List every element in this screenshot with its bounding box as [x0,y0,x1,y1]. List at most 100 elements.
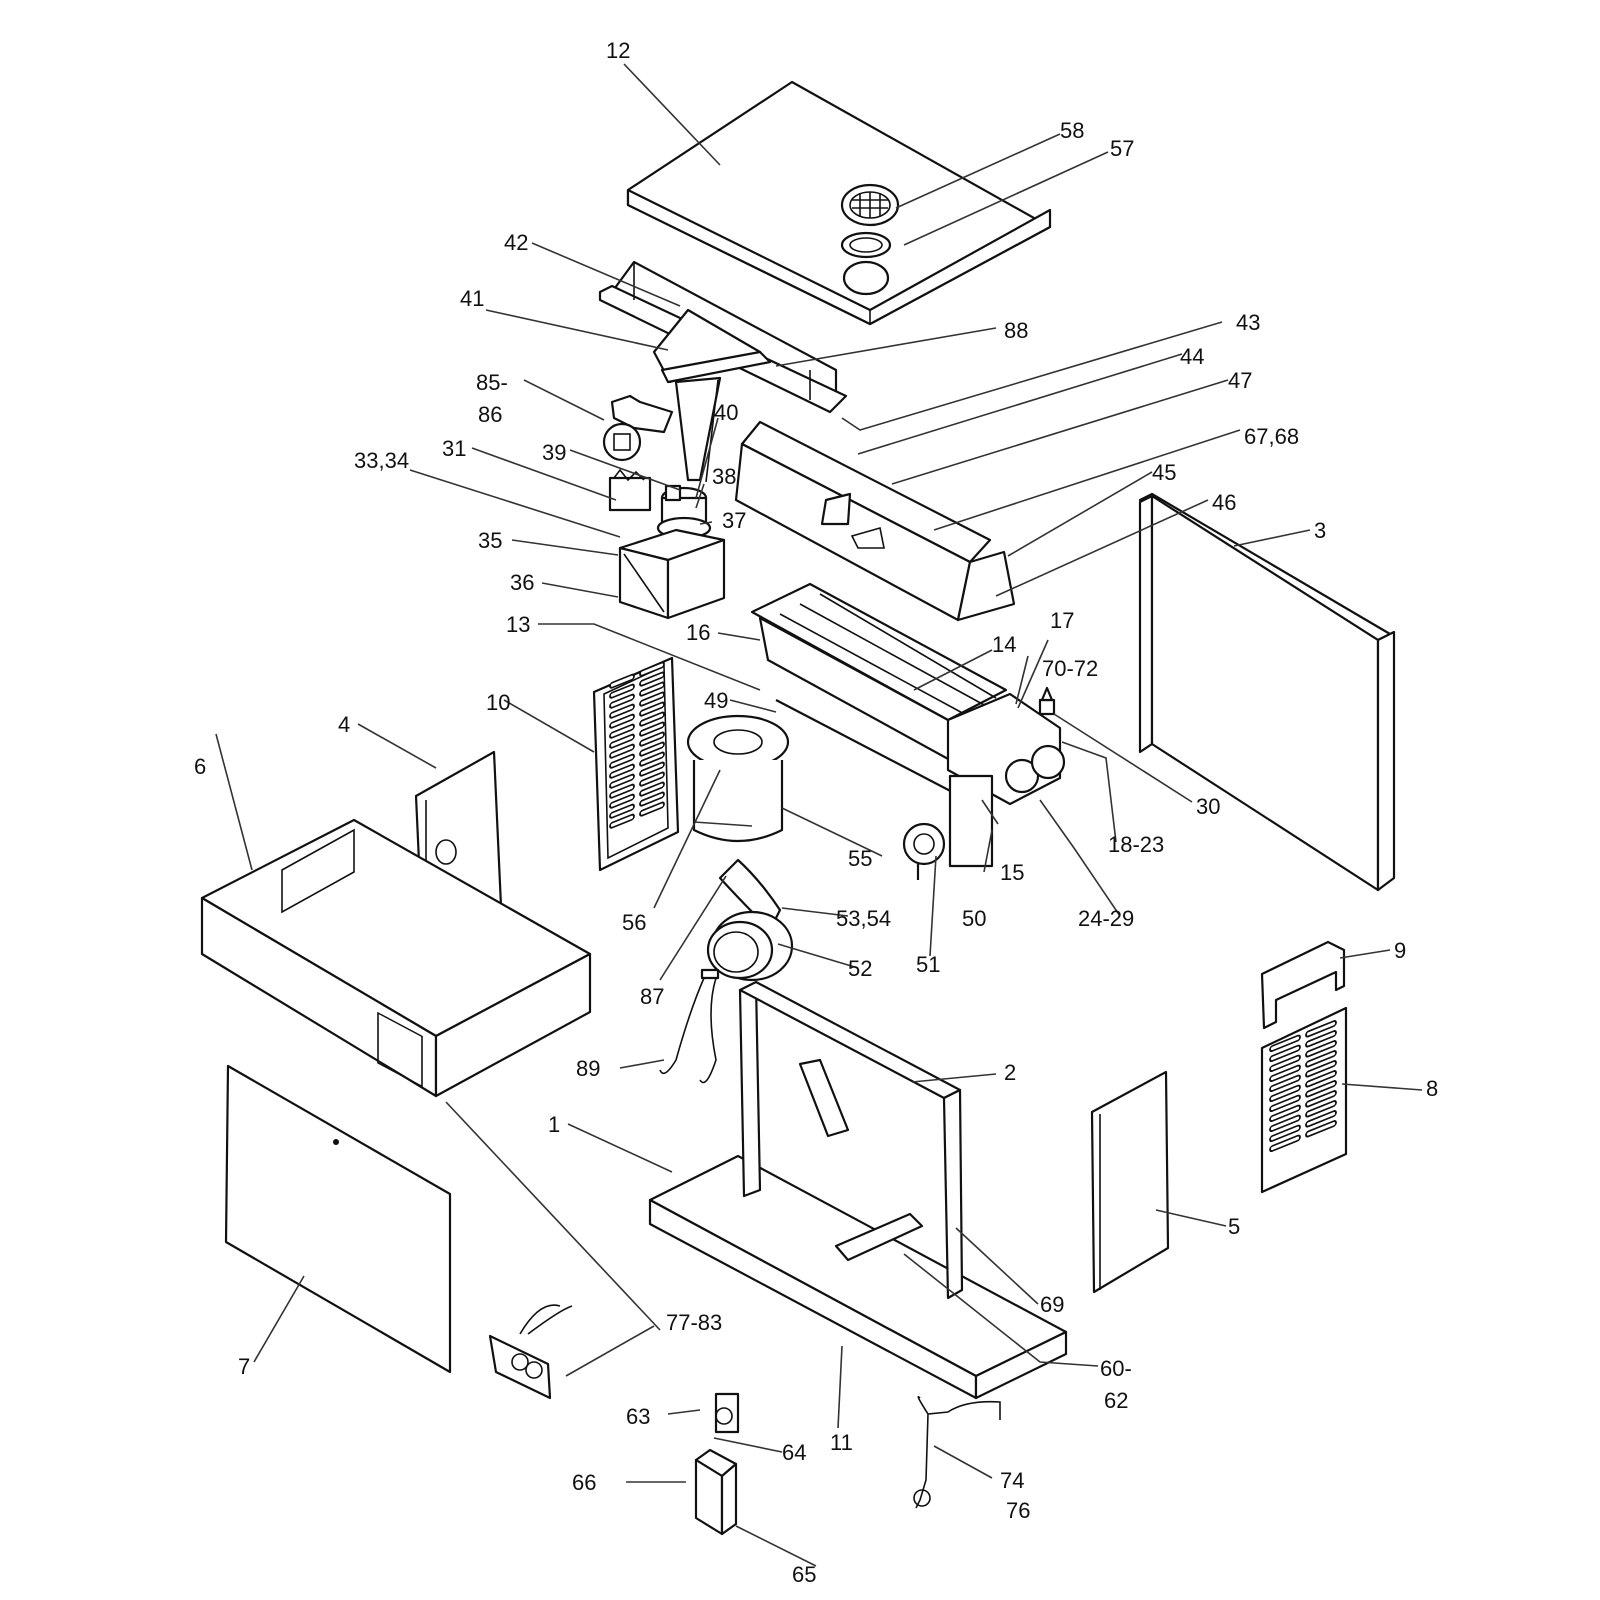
part-sensor-74-76 [913,1395,1001,1509]
callout-88: 88 [1004,318,1028,343]
part-cap-9 [1260,940,1346,1030]
callout-18-23: 18-23 [1108,832,1164,857]
louver-slot [1269,1034,1301,1053]
callout-17: 17 [1050,608,1074,633]
callout-45: 45 [1152,460,1176,485]
callout-58: 58 [1060,118,1084,143]
louver-slot [639,781,665,797]
callout-2: 2 [1004,1060,1016,1085]
callout-8: 8 [1426,1076,1438,1101]
part-gasket-ring [840,231,892,259]
louver-slot [639,701,665,717]
louver-slot [609,753,635,769]
part-transformer-63 [714,1392,740,1434]
callout-12: 12 [606,38,630,63]
louver-slot [1305,1050,1337,1068]
callout-15: 15 [1000,860,1024,885]
callout-31: 31 [442,436,466,461]
louver-slot [1269,1054,1301,1073]
louver-slot [639,801,665,817]
part-exchanger-hood [734,420,1016,622]
part-sight-glass [820,492,852,526]
callout-14: 14 [992,632,1016,657]
callout-9: 9 [1394,938,1406,963]
callout-30: 30 [1196,794,1220,819]
callout-64: 64 [782,1440,806,1465]
louver-slot [639,761,665,777]
part-burner-tray [834,1212,924,1262]
callout-37: 37 [722,508,746,533]
louver-slot [609,783,635,799]
louver-slot [609,673,635,689]
part-base-frame [648,980,1068,1400]
callout-66: 66 [572,1470,596,1495]
part-inducer-blower [706,858,794,982]
louver-slot [639,671,665,687]
callout-1: 1 [548,1112,560,1137]
callout-labels: 12 58 57 42 41 88 43 44 47 85- 86 40 39 … [194,38,1438,1587]
louver-slot [609,793,635,809]
callout-69: 69 [1040,1292,1064,1317]
louver-slot [609,803,635,819]
louver-slot [1305,1080,1337,1098]
part-side-panel-5 [1090,1070,1170,1294]
part-control-board [488,1304,573,1400]
callout-6: 6 [194,754,206,779]
callout-86: 86 [478,402,502,427]
louver-slot [609,723,635,739]
louver-slot [639,731,665,747]
louver-slot [609,713,635,729]
louver-slot [639,661,665,677]
callout-46: 46 [1212,490,1236,515]
callout-49: 49 [704,688,728,713]
louver-slot [1305,1020,1337,1038]
callout-74: 74 [1000,1468,1024,1493]
callout-16: 16 [686,620,710,645]
callout-42: 42 [504,230,528,255]
louver-slot [609,763,635,779]
callout-47: 47 [1228,368,1252,393]
callout-4: 4 [338,712,350,737]
callout-62: 62 [1104,1388,1128,1413]
callout-87: 87 [640,984,664,1009]
louver-slot [609,703,635,719]
louver-slot [1269,1124,1301,1143]
louver-slot [1269,1094,1301,1113]
part-blower-assembly [656,484,712,540]
part-fitting-30 [1038,686,1056,716]
louver-slot [1305,1060,1337,1078]
louver-slot [609,743,635,759]
callout-7: 7 [238,1354,250,1379]
callout-65: 65 [792,1562,816,1587]
part-draft-hood [652,308,772,483]
louver-slot [639,711,665,727]
louver-slot [1305,1040,1337,1058]
callout-70-72: 70-72 [1042,656,1098,681]
louver-slot [639,691,665,707]
callout-89: 89 [576,1056,600,1081]
callout-13: 13 [506,612,530,637]
part-pump-bracket [948,774,994,868]
callout-44: 44 [1180,344,1204,369]
part-frame-post [738,982,762,1198]
part-combustion-box [618,528,726,620]
callout-57: 57 [1110,136,1134,161]
callout-67-68: 67,68 [1244,424,1299,449]
part-top-cover [626,80,1052,326]
callout-40: 40 [714,400,738,425]
callout-56: 56 [622,910,646,935]
part-gas-valve [608,468,652,512]
callout-76: 76 [1006,1498,1030,1523]
callout-85: 85- [476,370,508,395]
callout-10: 10 [486,690,510,715]
callout-39: 39 [542,440,566,465]
leader-lines [215,63,1423,1567]
louver-slot [1305,1090,1337,1108]
callout-5: 5 [1228,1214,1240,1239]
louver-slot [1269,1074,1301,1093]
louver-slot [1269,1114,1301,1133]
callout-11: 11 [830,1430,853,1455]
callout-41: 41 [460,286,484,311]
